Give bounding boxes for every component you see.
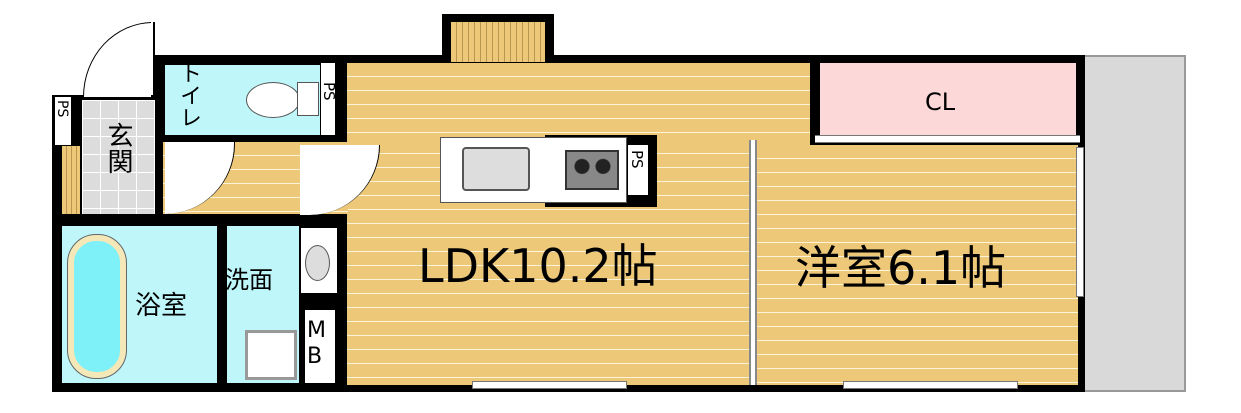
entrance-floor	[82, 100, 155, 214]
closet-label: CL	[925, 88, 956, 116]
toilet-tank-icon	[297, 82, 319, 116]
mb-label: MB	[307, 318, 326, 369]
window-bedroom	[843, 381, 1018, 389]
entry-door-leaf	[153, 22, 155, 95]
window-ldk	[472, 381, 627, 389]
balcony	[1082, 55, 1186, 392]
closet-doors	[815, 135, 1080, 143]
bedroom-partition	[749, 140, 757, 385]
washroom-label: 洗面	[225, 266, 273, 294]
shoe-rack	[62, 146, 80, 214]
mb-box	[305, 310, 335, 383]
sink-icon	[462, 147, 530, 191]
window-bedroom-side	[1076, 147, 1084, 297]
ps-box	[55, 97, 71, 145]
washing-machine-icon	[245, 330, 297, 380]
toilet-label: トイレ	[176, 62, 201, 128]
bathtub-icon	[67, 234, 127, 379]
ps-box	[321, 63, 335, 135]
toilet-bowl-icon	[246, 82, 300, 118]
ps-label-entrance: PS	[54, 100, 70, 118]
bedroom-floor	[755, 145, 1078, 385]
stove-icon	[565, 150, 619, 190]
washbasin-icon	[305, 245, 330, 281]
entrance-label: 玄関	[103, 122, 133, 174]
bay-floor	[451, 22, 545, 62]
ps-label-toilet: PS	[320, 82, 338, 101]
ps-label-kitchen: PS	[628, 150, 646, 169]
ps-box	[628, 145, 648, 195]
ldk-label: LDK10.2帖	[418, 239, 658, 293]
closet	[820, 63, 1076, 137]
bedroom-label: 洋室6.1帖	[795, 241, 1007, 295]
bath-label: 浴室	[135, 291, 188, 321]
